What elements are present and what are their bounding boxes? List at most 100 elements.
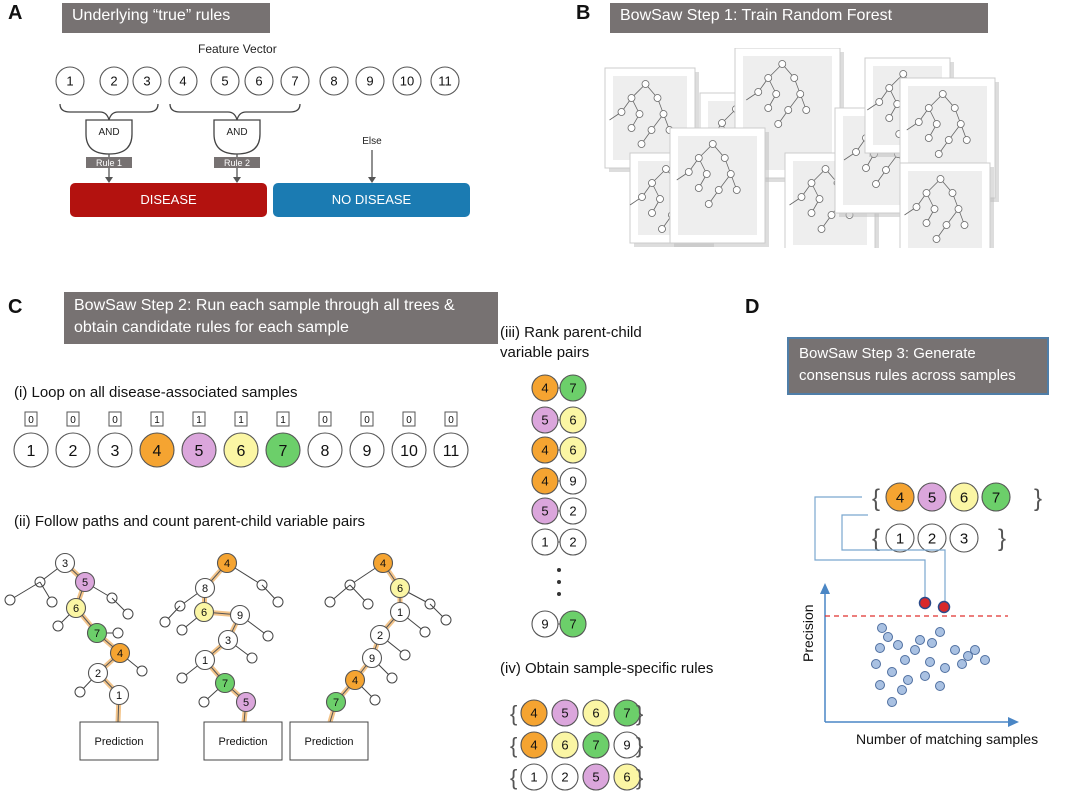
sample-point-8 <box>927 638 937 648</box>
tree-3-node-7-label: 7 <box>333 697 339 709</box>
tree-1-prediction-box <box>79 721 159 761</box>
indicator-value-8: 0 <box>322 415 328 426</box>
panel-c-title: BowSaw Step 2: Run each sample through a… <box>64 292 498 344</box>
panel-c-title-line2: obtain candidate rules for each sample <box>74 319 349 337</box>
sample-point-7 <box>910 645 920 655</box>
tree-1-node-3 <box>65 597 87 619</box>
panel-d-title-line1: BowSaw Step 3: Generate <box>799 345 976 362</box>
panel-a-title: Underlying “true” rules <box>62 3 270 33</box>
random-forest-illustration <box>604 48 999 248</box>
tree-1-node-7 <box>108 684 130 706</box>
tree-3-node-3-label: 1 <box>397 607 403 619</box>
rule-1-item-4-label: 7 <box>623 706 630 721</box>
rule-1-item-2-label: 5 <box>561 706 568 721</box>
sample-point-4 <box>893 640 903 650</box>
feature-circle-9-label: 9 <box>366 74 373 89</box>
consensus-bottom-item-3 <box>949 523 979 553</box>
indicator-value-3: 0 <box>112 415 118 426</box>
rule-2-open-brace: { <box>510 733 517 758</box>
tree-2-node-4 <box>229 604 251 626</box>
tree-3-node-2-label: 6 <box>397 583 403 595</box>
sample-point-6 <box>935 627 945 637</box>
tree-3-node-5-label: 9 <box>369 653 375 665</box>
consensus-rule-top-close: } <box>1034 485 1042 512</box>
sample-point-20 <box>875 680 885 690</box>
tree-1-node-1-label: 3 <box>62 558 68 570</box>
consensus-bottom-item-2 <box>917 523 947 553</box>
sample-point-11 <box>970 645 980 655</box>
consensus-top-item-5 <box>917 482 947 512</box>
tree-2-node-7 <box>214 672 236 694</box>
tree-2-node-7-label: 7 <box>222 678 228 690</box>
rule-3-item-4 <box>613 763 641 791</box>
sample-circle-3 <box>97 432 133 468</box>
indicator-value-9: 0 <box>364 415 370 426</box>
consensus-bottom-item-2-label: 2 <box>928 530 936 547</box>
consensus-top-item-4 <box>885 482 915 512</box>
pair-1-child <box>559 374 587 402</box>
sample-point-1 <box>877 623 887 633</box>
tree-2-node-2-label: 8 <box>202 583 208 595</box>
pair-5-parent-label: 5 <box>541 504 548 519</box>
panel-b-title: BowSaw Step 1: Train Random Forest <box>610 3 988 33</box>
sample-point-18 <box>903 675 913 685</box>
tree-2-node-6 <box>194 649 216 671</box>
tree-2-node-6-label: 1 <box>202 655 208 667</box>
feature-circle-8-label: 8 <box>330 74 337 89</box>
indicator-box-7 <box>276 411 290 427</box>
panel-d-title-line2: consensus rules across samples <box>799 366 1016 384</box>
pair-6-child <box>559 528 587 556</box>
no-disease-box: NO DISEASE <box>273 183 470 217</box>
sample-point-14 <box>925 657 935 667</box>
sample-circle-4-label: 4 <box>153 443 162 460</box>
tree-3-node-4-label: 2 <box>377 630 383 642</box>
pair-2-child <box>559 406 587 434</box>
y-axis-label: Precision <box>800 604 816 662</box>
rule-2-item-4-label: 9 <box>623 738 630 753</box>
and-gate-1 <box>85 119 133 155</box>
consensus-bottom-item-1-label: 1 <box>896 530 904 547</box>
sample-point-9 <box>950 645 960 655</box>
tree-2-node-3-label: 6 <box>201 607 207 619</box>
feature-circle-6-label: 6 <box>255 74 262 89</box>
consensus-point-2 <box>937 600 951 614</box>
tree-1-prediction-label: Prediction <box>95 736 144 748</box>
sample-point-16 <box>957 659 967 669</box>
consensus-top-item-7-label: 7 <box>992 489 1000 506</box>
tree-1-node-7-label: 1 <box>116 690 122 702</box>
feature-circle-5-label: 5 <box>221 74 228 89</box>
tree-3-node-1 <box>372 552 394 574</box>
sample-point-3 <box>875 643 885 653</box>
step-ii-label: (ii) Follow paths and count parent-child… <box>14 513 366 530</box>
indicator-box-10 <box>402 411 416 427</box>
rule-1-item-4 <box>613 699 641 727</box>
tree-3-node-3 <box>389 601 411 623</box>
tree-card-10 <box>899 162 994 248</box>
sample-circle-3-label: 3 <box>111 443 120 460</box>
tree-3-node-7 <box>325 691 347 713</box>
pair-5-parent <box>531 497 559 525</box>
consensus-top-item-5-label: 5 <box>928 489 936 506</box>
pair-4-child <box>559 467 587 495</box>
rule-3-item-3 <box>582 763 610 791</box>
sample-circle-2 <box>55 432 91 468</box>
feature-circle-6 <box>244 66 274 96</box>
rule-3-open-brace: { <box>510 765 517 790</box>
tree-2-node-4-label: 9 <box>237 610 243 622</box>
indicator-value-4: 1 <box>154 415 160 426</box>
tree-card-5 <box>669 127 769 247</box>
sample-point-15 <box>940 663 950 673</box>
indicator-value-11: 0 <box>448 415 454 426</box>
tree-1-node-6-label: 2 <box>95 668 101 680</box>
feature-circle-5 <box>210 66 240 96</box>
indicator-box-3 <box>108 411 122 427</box>
feature-circle-3 <box>132 66 162 96</box>
indicator-box-5 <box>192 411 206 427</box>
sample-circle-4 <box>139 432 175 468</box>
brace-rule2 <box>169 103 301 121</box>
indicator-box-9 <box>360 411 374 427</box>
sample-point-5 <box>915 635 925 645</box>
